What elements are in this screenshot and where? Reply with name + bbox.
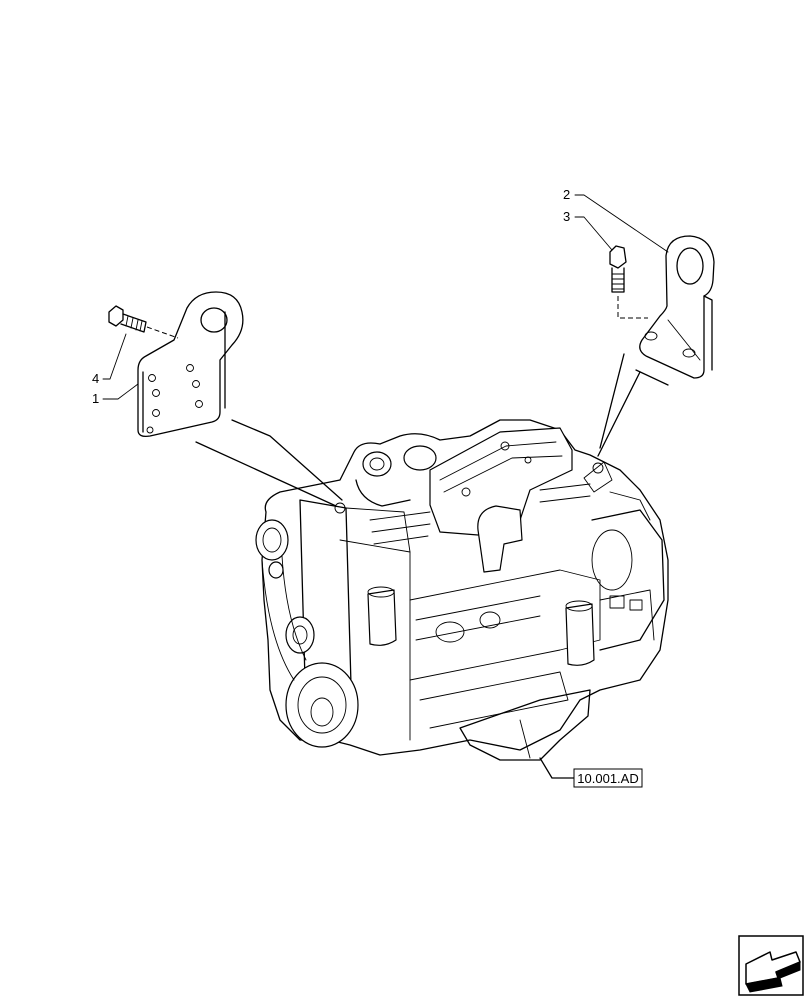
reference-box[interactable]: 10.001.AD [573,768,643,788]
reference-label: 10.001.AD [577,771,638,786]
leader-lines [195,353,669,507]
lifting-bracket-right [639,235,715,379]
callout-2-label: 2 [563,187,570,202]
reference-leader [539,757,575,779]
callout-3: 3 [563,209,613,251]
callout-1: 1 [92,383,139,406]
callout-4: 4 [92,333,127,386]
callout-4-label: 4 [92,371,99,386]
callout-2: 2 [563,187,669,253]
bolt-right [609,245,648,319]
callout-1-label: 1 [92,391,99,406]
lifting-bracket-left [137,291,244,438]
bolt-left [108,305,179,339]
next-page-arrow-icon[interactable] [738,935,804,996]
callout-3-label: 3 [563,209,570,224]
engine-assembly [255,419,669,761]
